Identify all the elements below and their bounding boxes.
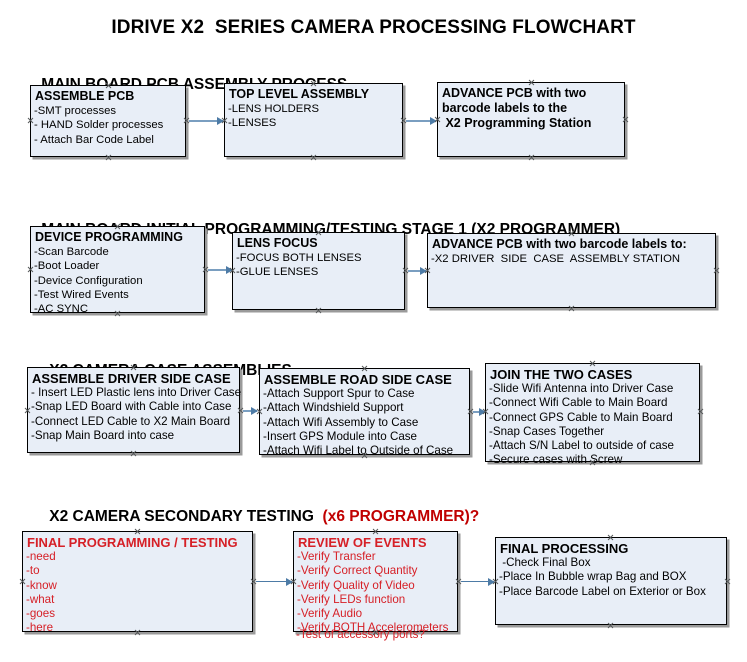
arrow-device-programming-to-lens-focus	[208, 266, 233, 274]
node-line: -Connect GPS Cable to Main Board	[489, 410, 673, 424]
node-line: -Verify Correct Quantity	[297, 564, 418, 578]
node-title: FINAL PROCESSING	[500, 541, 629, 556]
arrow-driver-case-to-road-case	[243, 407, 258, 415]
node-title: TOP LEVEL ASSEMBLY	[229, 87, 370, 101]
arrow-head-icon	[217, 117, 224, 125]
node-title: JOIN THE TWO CASES	[490, 367, 633, 382]
node-line: -to	[26, 564, 40, 578]
node-line: -Scan Barcode	[34, 246, 109, 258]
node-line: -Place In Bubble wrap Bag and BOX	[499, 570, 687, 584]
arrow-top-level-to-advance-pcb	[406, 117, 437, 125]
node-assemble-pcb[interactable]: ASSEMBLE PCB -SMT processes - HAND Solde…	[30, 85, 186, 157]
node-line: -know	[26, 578, 57, 592]
node-line: -Attach Windshield Support	[263, 401, 404, 415]
arrow-head-icon	[286, 578, 293, 586]
node-line: -Connect LED Cable to X2 Main Board	[31, 414, 231, 428]
section-heading-text: X2 CAMERA SECONDARY TESTING	[49, 508, 323, 525]
node-overflow-line-review-of-events: -Test of accessory ports?	[296, 628, 425, 641]
node-title: DEVICE PROGRAMMING	[35, 230, 183, 244]
node-line: -Snap LED Board with Cable into Case	[31, 400, 232, 414]
node-line: -X2 DRIVER SIDE CASE ASSEMBLY STATION	[431, 253, 681, 265]
node-line: -Check Final Box	[499, 556, 591, 569]
node-line: -FOCUS BOTH LENSES	[236, 252, 362, 264]
node-line: -Boot Loader	[34, 260, 100, 273]
node-line: -LENSES	[228, 117, 277, 130]
arrow-road-case-to-join-cases	[473, 408, 486, 416]
node-title: ASSEMBLE PCB	[35, 89, 135, 103]
node-line: -Verify LEDs function	[297, 592, 406, 606]
node-line: -Secure cases with Screw	[489, 453, 623, 467]
node-line: -Place Barcode Label on Exterior or Box	[499, 584, 706, 598]
node-review-of-events[interactable]: REVIEW OF EVENTS -Verify Transfer -Verif…	[293, 531, 458, 635]
node-title-line3: X2 Programming Station	[442, 116, 592, 130]
node-line: -Snap Main Board into case	[31, 428, 175, 442]
node-title: REVIEW OF EVENTS	[298, 535, 427, 550]
node-line: -Connect Wifi Cable to Main Board	[489, 396, 668, 410]
node-device-programming[interactable]: DEVICE PROGRAMMING -Scan Barcode -Boot L…	[30, 226, 205, 316]
node-line: -Attach Support Spur to Case	[263, 387, 415, 400]
node-final-programming-testing[interactable]: FINAL PROGRAMMING / TESTING -need -to -k…	[22, 531, 253, 635]
node-line: -Device Configuration	[34, 274, 143, 287]
node-line: -Attach S/N Label to outside of case	[489, 439, 674, 453]
node-line: - Insert LED Plastic lens into Driver Ca…	[31, 386, 242, 399]
node-top-level-assembly[interactable]: TOP LEVEL ASSEMBLY -LENS HOLDERS -LENSES	[224, 83, 403, 157]
node-assemble-road-side-case[interactable]: ASSEMBLE ROAD SIDE CASE -Attach Support …	[259, 368, 470, 458]
node-title: LENS FOCUS	[237, 236, 318, 250]
node-line: -Attach Wifi Assembly to Case	[263, 415, 419, 429]
node-final-processing[interactable]: FINAL PROCESSING -Check Final Box -Place…	[495, 537, 727, 625]
arrow-head-icon	[251, 407, 258, 415]
node-line: -Verify Transfer	[297, 550, 376, 563]
node-title: ASSEMBLE ROAD SIDE CASE	[264, 372, 452, 387]
page-title: IDRIVE X2 SERIES CAMERA PROCESSING FLOWC…	[111, 17, 636, 38]
arrow-assemble-pcb-to-top-level	[189, 117, 224, 125]
node-title-line2: barcode labels to the	[442, 101, 568, 115]
arrow-head-icon	[420, 267, 427, 275]
node-advance-pcb-programming-station[interactable]: ADVANCE PCB with two barcode labels to t…	[437, 82, 625, 157]
node-line: -AC SYNC	[34, 303, 88, 316]
node-advance-pcb-driver-side-case[interactable]: ADVANCE PCB with two barcode labels to: …	[427, 233, 716, 308]
node-title: ADVANCE PCB with two	[442, 86, 587, 100]
node-line: -LENS HOLDERS	[228, 103, 320, 115]
node-title: ADVANCE PCB with two barcode labels to:	[432, 237, 687, 251]
node-line: -Snap Cases Together	[489, 424, 605, 438]
node-line: -goes	[26, 607, 56, 621]
arrow-review-of-events-to-final-processing	[461, 578, 495, 586]
node-line: -need	[26, 550, 56, 563]
node-line: -SMT processes	[34, 105, 117, 117]
node-line: - HAND Solder processes	[34, 119, 164, 132]
arrow-head-icon	[226, 266, 233, 274]
node-line: -Verify Quality of Video	[297, 578, 415, 592]
node-line: -here	[26, 621, 54, 635]
node-line: -Verify BOTH Accelerometers	[297, 621, 449, 635]
node-line: -Insert GPS Module into Case	[263, 429, 418, 443]
node-assemble-driver-side-case[interactable]: ASSEMBLE DRIVER SIDE CASE - Insert LED P…	[27, 367, 242, 453]
node-line: -what	[26, 592, 55, 606]
node-line: -Test Wired Events	[34, 288, 129, 301]
node-lens-focus[interactable]: LENS FOCUS -FOCUS BOTH LENSES -GLUE LENS…	[232, 232, 405, 310]
section-heading-x2-camera-secondary-testing: X2 CAMERA SECONDARY TESTING (x6 PROGRAMM…	[32, 490, 479, 544]
arrow-head-icon	[488, 578, 495, 586]
node-line: -Slide Wifi Antenna into Driver Case	[489, 382, 674, 395]
node-join-the-two-cases[interactable]: JOIN THE TWO CASES -Slide Wifi Antenna i…	[485, 363, 700, 466]
node-line: - Attach Bar Code Label	[34, 133, 154, 146]
node-title: FINAL PROGRAMMING / TESTING	[27, 535, 238, 550]
node-line: -GLUE LENSES	[236, 266, 319, 279]
section-heading-accent: (x6 PROGRAMMER)?	[322, 508, 480, 525]
node-title: ASSEMBLE DRIVER SIDE CASE	[32, 371, 231, 386]
node-line: -Attach Wifi Label to Outside of Case	[263, 444, 454, 458]
node-line: -Verify Audio	[297, 607, 363, 621]
arrow-final-programming-to-review-of-events	[256, 578, 293, 586]
arrow-lens-focus-to-advance-pcb	[408, 267, 427, 275]
arrow-head-icon	[479, 408, 486, 416]
arrow-head-icon	[430, 117, 437, 125]
